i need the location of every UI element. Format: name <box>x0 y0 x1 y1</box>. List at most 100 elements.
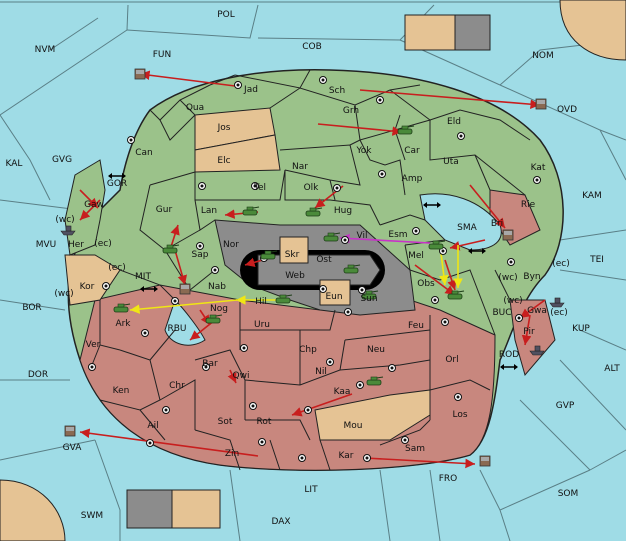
order-arrow <box>364 457 476 469</box>
region-label-mvu: MVU <box>36 240 57 250</box>
region-label-rie: Rie <box>521 200 536 210</box>
region-label-web: Web <box>285 271 305 281</box>
region-label-kaa: Kaa <box>334 387 351 397</box>
supply-center-icon <box>249 402 257 410</box>
fleet-unit-icon[interactable] <box>502 229 514 241</box>
order-arrow <box>291 393 353 417</box>
fleet-unit-icon[interactable] <box>134 68 146 80</box>
region-label-nil: Nil <box>315 367 327 377</box>
region-label-skr: Skr <box>285 250 300 260</box>
supply-center-icon <box>162 406 170 414</box>
double-arrow-icon <box>423 202 441 208</box>
supply-center-icon <box>356 381 364 389</box>
region-label-qwi: Qwi <box>233 371 250 381</box>
coast-label: (ec) <box>94 239 112 249</box>
island-aba <box>126 489 173 529</box>
supply-center-icon <box>401 436 409 444</box>
order-arrow <box>139 70 236 87</box>
order-arrow <box>227 369 237 384</box>
supply-center-icon <box>515 314 523 322</box>
region-label-jad: Jad <box>243 85 258 95</box>
army-unit-icon[interactable] <box>113 303 131 313</box>
region-label-feu: Feu <box>408 321 424 331</box>
region-label-vil: Vil <box>357 231 368 241</box>
army-unit-icon[interactable] <box>162 244 180 254</box>
region-label-gur: Gur <box>156 205 173 215</box>
army-unit-icon[interactable] <box>397 125 415 135</box>
supply-center-icon <box>258 438 266 446</box>
coast-label: (ec) <box>108 263 126 273</box>
tan-elc <box>194 134 281 173</box>
army-unit-icon[interactable] <box>275 294 293 304</box>
region-label-kar: Kar <box>339 451 354 461</box>
region-label-obs: Obs <box>417 279 435 289</box>
supply-center-icon <box>102 282 110 290</box>
ship-unit-icon[interactable] <box>549 297 565 308</box>
fleet-unit-icon[interactable] <box>479 455 491 467</box>
double-arrow-icon <box>140 286 158 292</box>
army-unit-icon[interactable] <box>305 207 323 217</box>
coast-label: (wc) <box>55 215 74 225</box>
region-label-nvm: NVM <box>35 45 56 55</box>
region-label-olk: Olk <box>304 183 320 193</box>
region-label-mou: Mou <box>344 421 363 431</box>
supply-center-icon <box>344 308 352 316</box>
ship-unit-icon[interactable] <box>60 225 76 236</box>
region-label-jos: Jos <box>217 123 231 133</box>
supply-center-icon <box>298 454 306 462</box>
region-label-gwa: Gwa <box>527 306 547 316</box>
order-arrow <box>519 299 546 319</box>
region-label-zin: Zin <box>225 449 239 459</box>
army-unit-icon[interactable] <box>343 264 361 274</box>
supply-center-icon <box>376 96 384 104</box>
region-label-hug: Hug <box>334 206 352 216</box>
army-unit-icon[interactable] <box>428 240 446 250</box>
order-arrow <box>317 123 403 136</box>
region-label-eld: Eld <box>447 117 461 127</box>
army-unit-icon[interactable] <box>260 250 278 260</box>
tan-eun <box>319 279 351 306</box>
fleet-unit-icon[interactable] <box>179 283 191 295</box>
region-label-car: Car <box>404 146 420 156</box>
fleet-unit-icon[interactable] <box>64 425 76 437</box>
region-label-cob: COB <box>302 42 322 52</box>
double-arrow-icon <box>468 248 486 254</box>
supply-center-icon <box>454 393 462 401</box>
region-label-sot: Sot <box>218 417 233 427</box>
ship-unit-icon[interactable] <box>529 345 545 356</box>
region-label-tel: Tel <box>253 183 266 193</box>
army-unit-icon[interactable] <box>323 232 341 242</box>
region-label-sma: SMA <box>457 223 477 233</box>
supply-center-icon <box>439 247 447 255</box>
supply-center-icon <box>141 329 149 337</box>
region-label-gor: GOR <box>107 179 127 189</box>
army-unit-icon[interactable] <box>242 206 260 216</box>
supply-center-icon <box>196 242 204 250</box>
region-label-ail: Ail <box>147 421 158 431</box>
fleet-unit-icon[interactable] <box>535 98 547 110</box>
region-label-kup: KUP <box>572 324 590 334</box>
army-unit-icon[interactable] <box>205 314 223 324</box>
supply-center-icon <box>211 266 219 274</box>
region-label-hil: Hil <box>255 297 267 307</box>
region-label-rot: Rot <box>257 417 272 427</box>
army-unit-icon[interactable] <box>447 290 465 300</box>
supply-center-icon <box>431 296 439 304</box>
region-label-sap: Sap <box>192 250 209 260</box>
region-label-nog: Nog <box>210 304 228 314</box>
army-unit-icon[interactable] <box>361 290 379 300</box>
region-label-mit: MIT <box>135 272 151 282</box>
region-label-fun: FUN <box>153 50 172 60</box>
region-label-alt: ALT <box>604 364 620 374</box>
supply-center-icon <box>326 358 334 366</box>
order-arrow <box>521 314 532 346</box>
convoy-arrow <box>339 233 431 244</box>
order-arrow <box>174 249 187 286</box>
island-hel <box>454 14 491 51</box>
double-arrow-icon <box>500 364 518 370</box>
army-unit-icon[interactable] <box>366 376 384 386</box>
region-label-eun: Eun <box>325 292 342 302</box>
region-label-gvg: GVG <box>52 155 72 165</box>
region-label-qua: Qua <box>186 103 204 113</box>
